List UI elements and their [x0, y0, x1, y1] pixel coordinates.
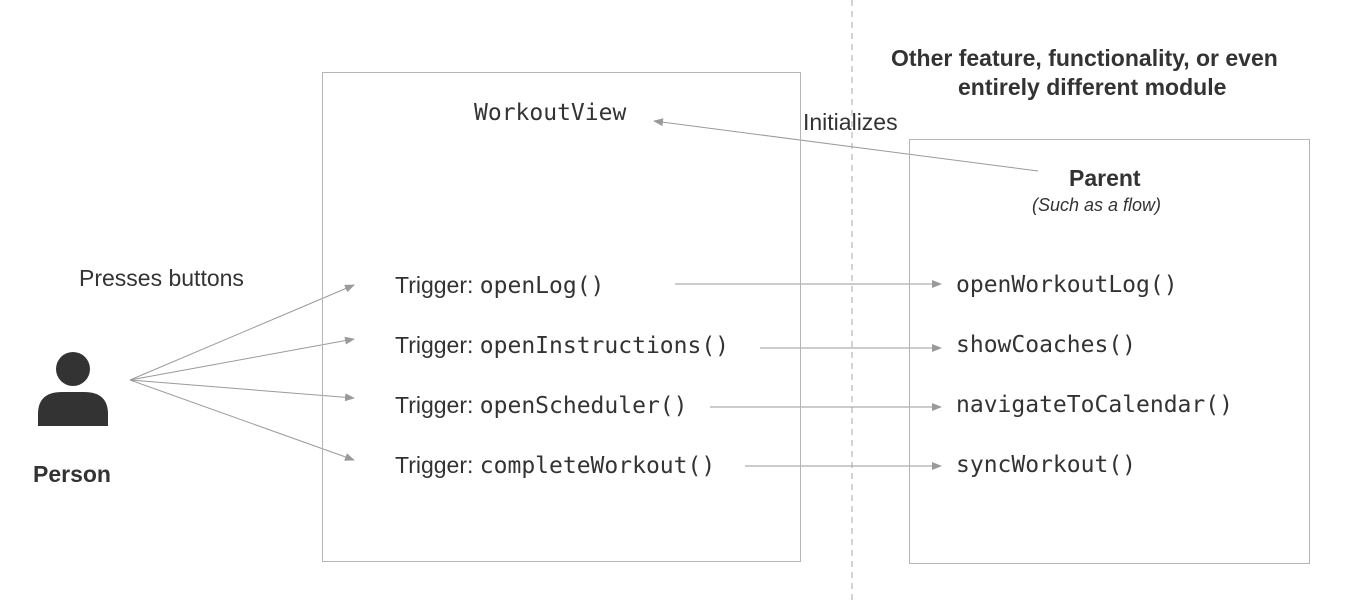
person-arrow-3 [129, 379, 355, 402]
parent-box [909, 139, 1310, 564]
parent-handler: showCoaches() [956, 332, 1137, 358]
trigger-method: openInstructions() [479, 333, 730, 359]
trigger-row: Trigger: completeWorkout() [395, 452, 715, 479]
trigger-prefix: Trigger: [395, 452, 480, 478]
trigger-method: completeWorkout() [479, 453, 716, 479]
trigger-prefix: Trigger: [395, 272, 480, 298]
trigger-method: openScheduler() [479, 393, 688, 419]
person-label: Person [33, 461, 111, 487]
parent-title: Parent [1069, 165, 1141, 191]
parent-subtitle: (Such as a flow) [1032, 195, 1162, 215]
initializes-label: Initializes [803, 109, 898, 135]
trigger-prefix: Trigger: [395, 392, 480, 418]
other-module-heading-line2: entirely different module [958, 74, 1227, 100]
trigger-row: Trigger: openScheduler() [395, 392, 688, 419]
trigger-row: Trigger: openLog() [395, 272, 604, 299]
parent-handler: syncWorkout() [956, 452, 1137, 478]
trigger-prefix: Trigger: [395, 332, 480, 358]
trigger-row: Trigger: openInstructions() [395, 332, 729, 359]
person-icon [38, 352, 108, 426]
initializes-arrow [653, 118, 1039, 172]
trigger-method: openLog() [479, 273, 605, 299]
person-arrow-1 [129, 284, 355, 381]
parent-handler: openWorkoutLog() [956, 272, 1178, 298]
workout-view-title: WorkoutView [474, 100, 627, 126]
workout-view-box [322, 72, 801, 562]
other-module-heading-line1: Other feature, functionality, or even [891, 45, 1278, 71]
person-arrow-4 [129, 379, 355, 461]
person-arrow-2 [129, 336, 355, 381]
parent-handler: navigateToCalendar() [956, 392, 1233, 418]
person-action-label: Presses buttons [79, 265, 244, 291]
